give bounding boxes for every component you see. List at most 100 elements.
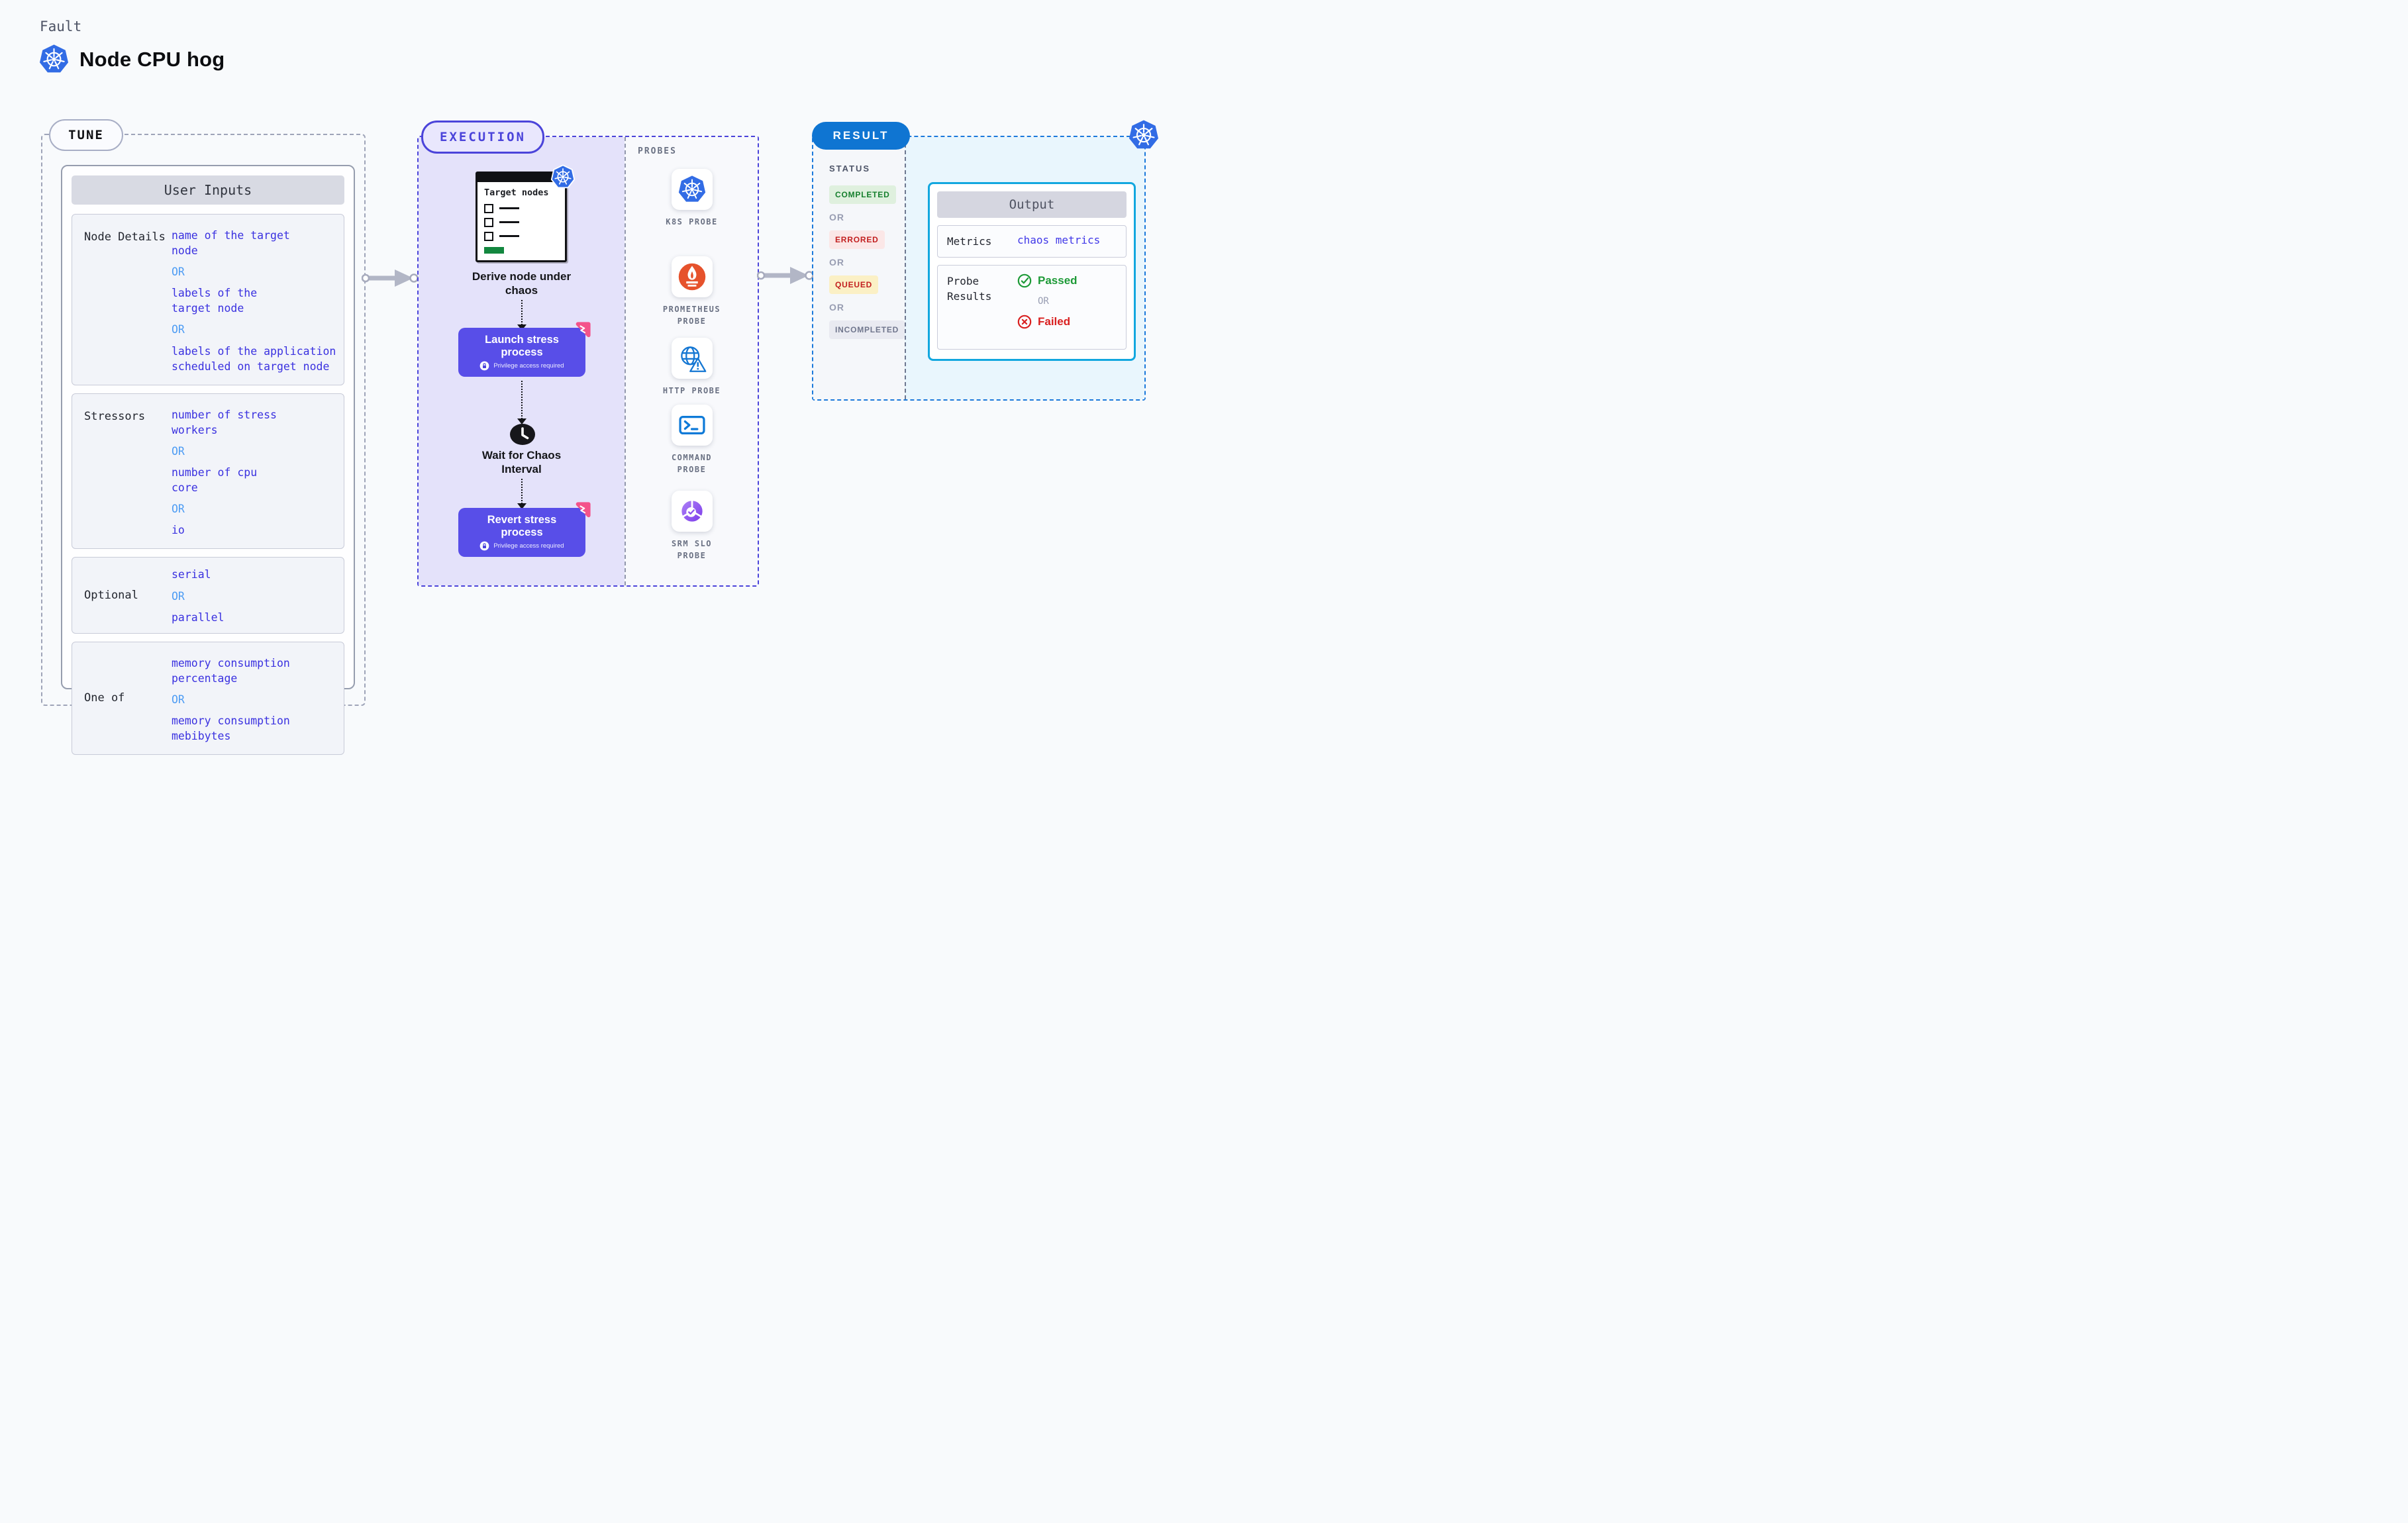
probes-title: PROBES xyxy=(638,146,677,156)
node-checklist-item xyxy=(484,231,558,241)
result-pill: RESULT xyxy=(812,122,910,150)
metrics-row: Metrics chaos metrics xyxy=(937,225,1127,258)
option-value: parallel xyxy=(172,611,225,624)
failed-label: Failed xyxy=(1038,315,1071,328)
fault-diagram-canvas: Fault Node CPU hog TUNE User Inputs Node… xyxy=(0,0,1204,762)
page-title: Node CPU hog xyxy=(79,47,225,71)
privilege-note: Privilege access required xyxy=(479,361,564,371)
kubernetes-icon xyxy=(38,44,70,75)
option-value: number of stress workers xyxy=(172,408,277,436)
probe-card xyxy=(671,338,713,379)
or-separator: OR xyxy=(829,302,844,313)
dotted-arrow-down xyxy=(517,300,527,330)
status-badge-completed: COMPLETED xyxy=(829,185,896,204)
option-value: labels of the application scheduled on t… xyxy=(172,344,336,373)
probe-label: HTTP PROBE xyxy=(662,386,721,395)
or-separator: OR xyxy=(172,503,185,516)
line-placeholder xyxy=(499,221,519,223)
node-checklist-item xyxy=(484,203,558,213)
line-placeholder xyxy=(499,207,519,209)
probe-label: COMMAND PROBE xyxy=(671,453,713,474)
check-circle-icon xyxy=(1017,273,1032,288)
execution-pill: EXECUTION xyxy=(421,121,544,154)
status-badge-errored: ERRORED xyxy=(829,230,885,249)
command-probe-icon xyxy=(677,410,707,440)
row-label: One of xyxy=(84,691,125,705)
checkbox-icon xyxy=(484,217,493,227)
user-inputs-table: User Inputs Node Details name of the tar… xyxy=(61,165,355,756)
flow-arrow-execution-to-result xyxy=(757,266,814,285)
launch-stress-process-button[interactable]: Launch stress process Privilege access r… xyxy=(458,328,585,377)
dotted-arrow-down xyxy=(517,381,527,424)
or-separator: OR xyxy=(829,212,844,222)
target-card-titlebar xyxy=(477,173,565,182)
probe-item-k8s: K8S PROBE xyxy=(626,169,758,228)
row-label: Node Details xyxy=(84,230,166,244)
probes-panel: PROBES K8S PROBE PROMETHEUS PROBE HTTP P… xyxy=(625,137,758,585)
option-value: name of the target node xyxy=(172,229,290,258)
status-badge-incompleted: INCOMPLETED xyxy=(829,320,905,339)
option-value: io xyxy=(172,524,185,537)
probe-card xyxy=(671,405,713,446)
probe-card xyxy=(671,169,713,210)
probe-item-srm-slo: SRM SLO PROBE xyxy=(626,491,758,562)
or-separator: OR xyxy=(829,257,844,268)
checkbox-icon xyxy=(484,203,493,213)
green-button-placeholder xyxy=(484,246,504,254)
k8s-probe-icon xyxy=(677,175,707,204)
derive-node-label: Derive node under chaos xyxy=(472,270,572,297)
node-checklist-item xyxy=(484,217,558,227)
privilege-note-text: Privilege access required xyxy=(493,542,564,550)
button-label: Revert stress process xyxy=(487,514,557,538)
line-placeholder xyxy=(499,235,519,237)
row-values: memory consumption percentage OR memory … xyxy=(172,642,344,754)
checkbox-icon xyxy=(484,231,493,241)
row-label: Probe Results xyxy=(947,275,992,303)
probe-item-http: HTTP PROBE xyxy=(626,338,758,397)
or-separator: OR xyxy=(172,323,185,336)
row-label: Stressors xyxy=(84,409,146,423)
status-column: STATUS COMPLETED OR ERRORED OR QUEUED OR… xyxy=(813,137,905,399)
kubernetes-corner-icon xyxy=(1128,119,1160,151)
probe-item-prometheus: PROMETHEUS PROBE xyxy=(626,256,758,327)
table-row-optional: Optional serial OR parallel xyxy=(72,557,344,634)
lock-icon xyxy=(479,361,489,371)
passed-label: Passed xyxy=(1038,274,1078,287)
target-nodes-card: Target nodes xyxy=(476,172,567,262)
row-values: name of the target node OR labels of the… xyxy=(172,215,344,385)
row-values: serial OR parallel xyxy=(172,558,344,632)
result-section-box: STATUS COMPLETED OR ERRORED OR QUEUED OR… xyxy=(812,136,1146,401)
or-separator: OR xyxy=(172,266,185,279)
status-badge-queued: QUEUED xyxy=(829,275,879,294)
probe-results-row: Probe Results Passed OR Failed xyxy=(937,265,1127,350)
button-label: Launch stress process xyxy=(485,334,559,358)
kubernetes-badge-icon xyxy=(550,164,576,189)
tune-pill: TUNE xyxy=(49,119,123,151)
dotted-arrow-down xyxy=(517,479,527,509)
option-value: labels of the target node xyxy=(172,287,258,315)
metrics-value: chaos metrics xyxy=(1017,234,1101,246)
user-inputs-header: User Inputs xyxy=(72,175,344,205)
status-title: STATUS xyxy=(829,164,871,173)
target-card-title: Target nodes xyxy=(484,187,549,198)
failed-line: Failed xyxy=(1017,315,1078,329)
output-area: Output Metrics chaos metrics Probe Resul… xyxy=(905,137,1144,399)
option-value: memory consumption percentage xyxy=(172,656,290,685)
fault-kicker: Fault xyxy=(40,19,82,34)
row-label: Metrics xyxy=(947,235,992,248)
x-circle-icon xyxy=(1017,315,1032,329)
output-table: Output Metrics chaos metrics Probe Resul… xyxy=(928,182,1136,361)
srm-slo-probe-icon xyxy=(677,496,707,526)
probe-label: K8S PROBE xyxy=(666,217,718,226)
row-label: Optional xyxy=(84,589,138,603)
lock-icon xyxy=(479,541,489,551)
revert-stress-process-button[interactable]: Revert stress process Privilege access r… xyxy=(458,508,585,557)
chaos-corner-icon xyxy=(574,322,591,339)
probe-results-values: Passed OR Failed xyxy=(1017,273,1078,341)
probe-card xyxy=(671,256,713,297)
table-row-stressors: Stressors number of stress workers OR nu… xyxy=(72,393,344,550)
clock-icon xyxy=(509,423,536,446)
http-probe-icon xyxy=(677,343,707,373)
prometheus-probe-icon xyxy=(677,262,707,292)
or-separator: OR xyxy=(172,693,185,706)
